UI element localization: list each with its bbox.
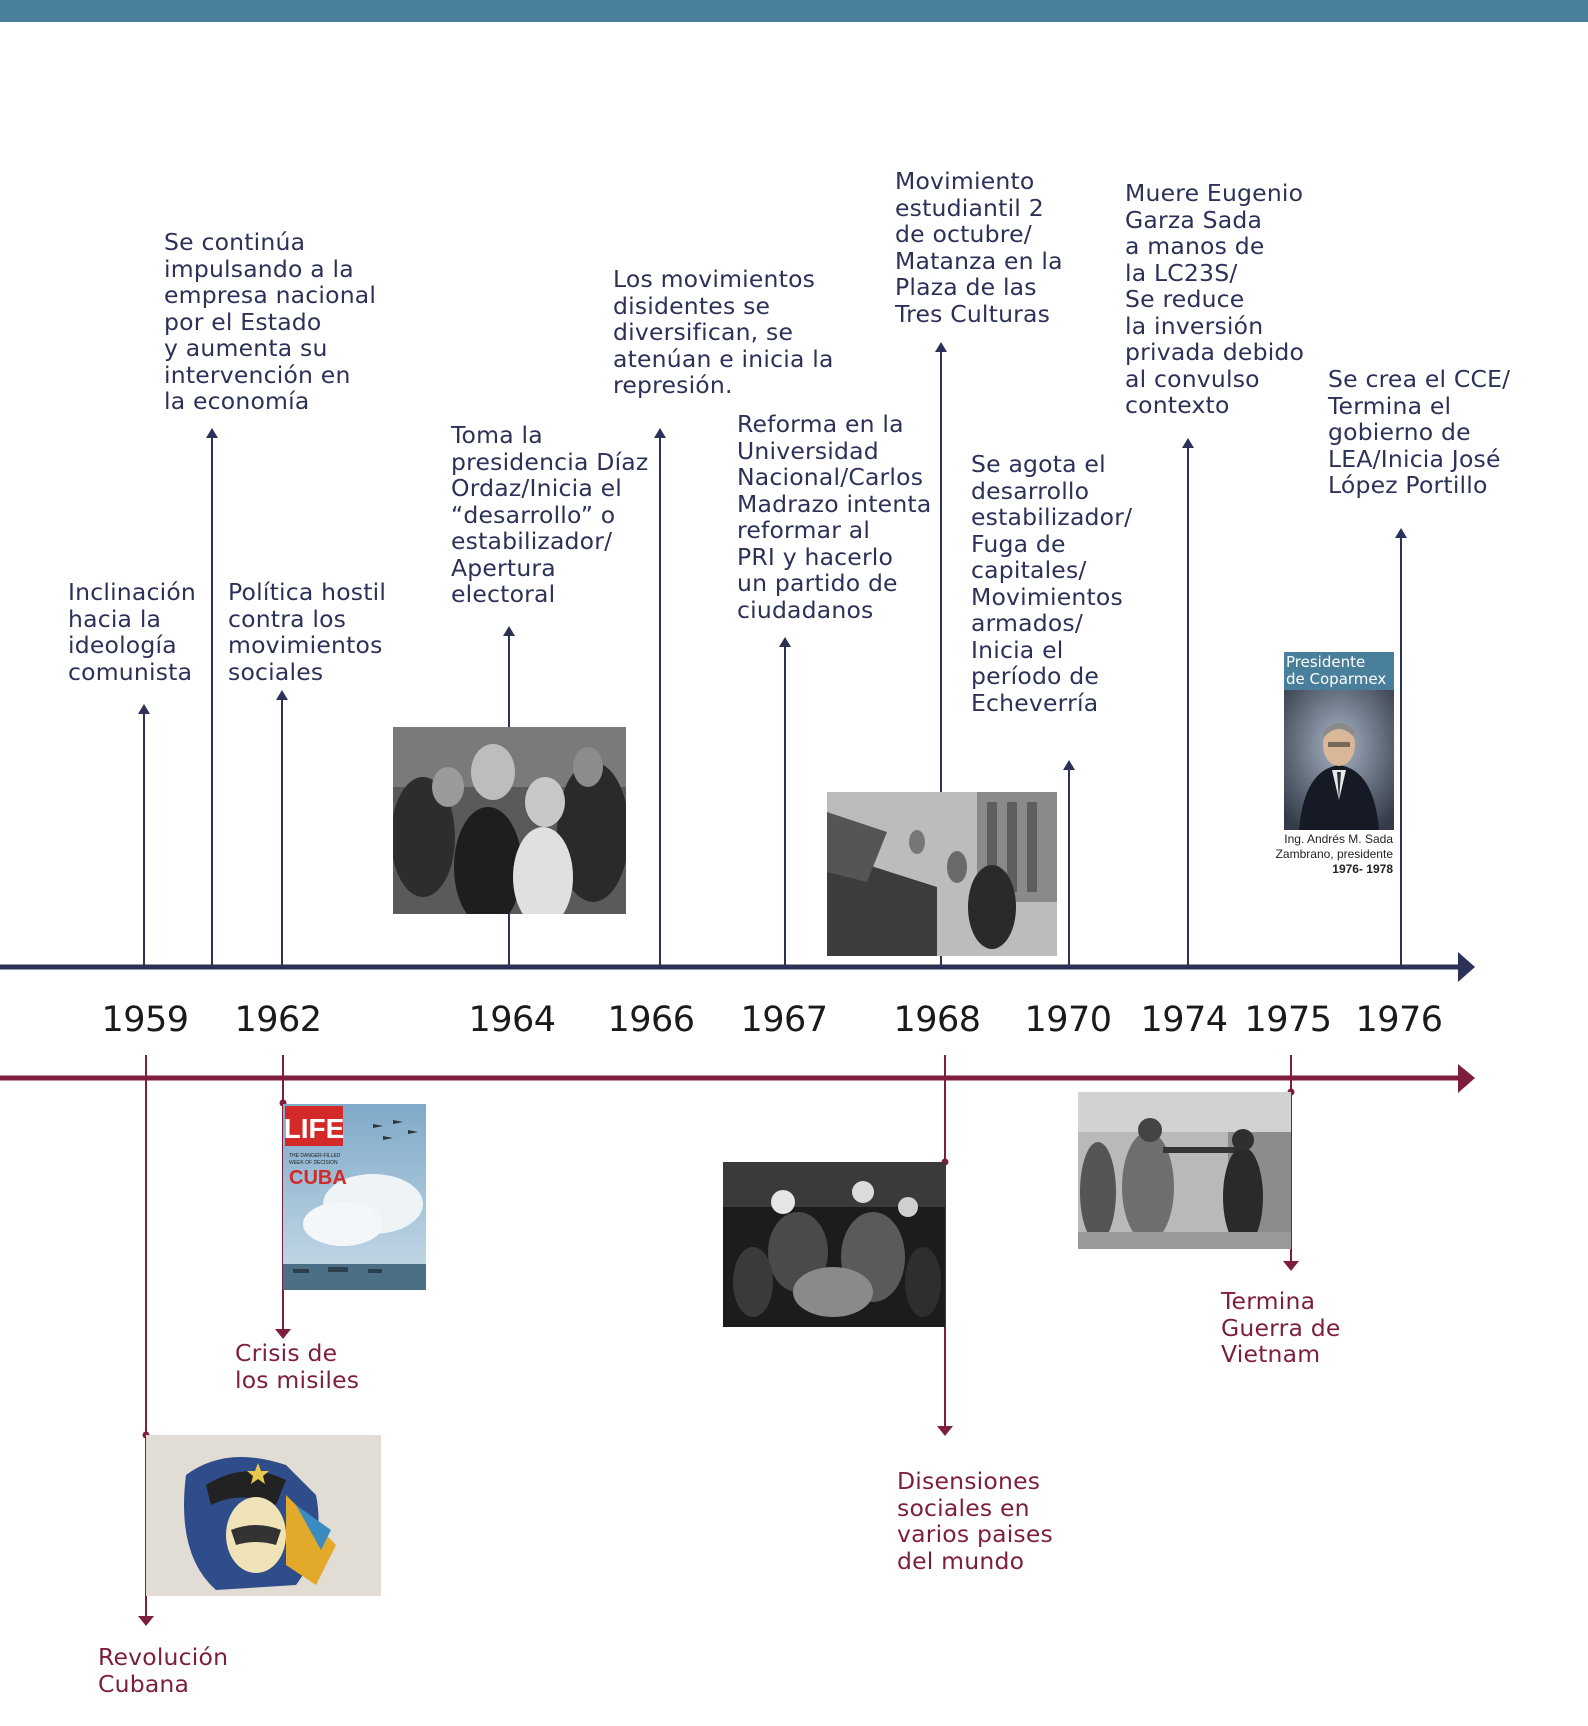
world-arrowhead-1959 — [138, 1616, 154, 1626]
world-arrowhead-1968 — [937, 1426, 953, 1436]
world-event-1968-social-dissent: Disensiones sociales en varios paises de… — [897, 1467, 1053, 1575]
photo-che-guevara — [146, 1435, 381, 1596]
year-label-1967: 1967 — [740, 1000, 828, 1040]
year-label-1974: 1974 — [1140, 1000, 1228, 1040]
event-1970-stabilizing-development-ends: Se agota el desarrollo estabilizador/ Fu… — [971, 450, 1133, 717]
arrowhead-1967 — [779, 637, 791, 647]
caption-years: 1976- 1978 — [1332, 862, 1393, 876]
event-1976-cce-created: Se crea el CCE/ Termina el gobierno de L… — [1328, 365, 1511, 499]
event-1964-diaz-ordaz: Toma la presidencia Díaz Ordaz/Inicia el… — [451, 421, 649, 608]
year-label-1975: 1975 — [1244, 1000, 1332, 1040]
life-masthead: LIFE — [284, 1113, 345, 1144]
world-axis-arrowhead — [1458, 1064, 1475, 1093]
year-label-1968: 1968 — [893, 1000, 981, 1040]
event-1960-national-enterprise: Se continúa impulsando a la empresa naci… — [164, 228, 377, 415]
life-subtitle-1: THE DANGER-FILLED — [289, 1153, 341, 1159]
photo-1968-riot — [723, 1162, 945, 1327]
event-1966-dissident-movements: Los movimientos disidentes se diversific… — [613, 265, 834, 399]
year-label-1976: 1976 — [1355, 1000, 1443, 1040]
event-1967-university-reform: Reforma en la Universidad Nacional/Carlo… — [737, 410, 932, 624]
year-label-1970: 1970 — [1024, 1000, 1112, 1040]
world-arrowhead-1975 — [1283, 1261, 1299, 1271]
arrowhead-1964 — [503, 626, 515, 636]
photo-vietnam-war — [1078, 1092, 1291, 1249]
year-label-1962: 1962 — [234, 1000, 322, 1040]
world-event-1962-missile-crisis: Crisis de los misiles — [235, 1339, 360, 1394]
life-magazine-cover: LIFE THE DANGER-FILLED WEEK OF DECISION … — [283, 1104, 426, 1290]
arrowhead-1966 — [654, 428, 666, 438]
caption-line-2: Zambrano, presidente — [1275, 847, 1393, 861]
world-arrowhead-1962 — [275, 1329, 291, 1339]
arrowhead-1976 — [1395, 528, 1407, 538]
event-1962-hostile-policy: Política hostil contra los movimientos s… — [228, 578, 387, 686]
mexico-axis-arrowhead — [1458, 952, 1475, 982]
caption-line-1: Ing. Andrés M. Sada — [1284, 832, 1393, 846]
arrowhead-1970 — [1063, 760, 1075, 770]
life-headline: CUBA — [289, 1167, 347, 1189]
event-1974-garza-sada: Muere Eugenio Garza Sada a manos de la L… — [1125, 179, 1305, 419]
photo-1968-tanks — [827, 792, 1057, 956]
top-banner — [0, 0, 1588, 22]
event-1968-student-movement: Movimiento estudiantil 2 de octubre/ Mat… — [895, 167, 1063, 328]
year-label-1966: 1966 — [607, 1000, 695, 1040]
arrowhead-1974 — [1182, 438, 1194, 448]
arrowhead-1962 — [276, 690, 288, 700]
event-1959-communist-ideology: Inclinación hacia la ideología comunista — [68, 578, 197, 686]
coparmex-president-caption: Ing. Andrés M. Sada Zambrano, presidente… — [1250, 832, 1393, 877]
photo-coparmex-president — [1284, 690, 1394, 830]
arrowhead-1959 — [138, 704, 150, 714]
arrowhead-1960 — [206, 428, 218, 438]
year-label-1959: 1959 — [101, 1000, 189, 1040]
arrowhead-1968 — [935, 342, 947, 352]
coparmex-president-title: Presidente de Coparmex — [1284, 652, 1394, 690]
year-label-1964: 1964 — [468, 1000, 556, 1040]
world-event-1959-cuban-revolution: Revolución Cubana — [98, 1643, 229, 1698]
world-event-1975-vietnam-war-ends: Termina Guerra de Vietnam — [1221, 1287, 1341, 1368]
life-subtitle-2: WEEK OF DECISION — [289, 1160, 338, 1166]
photo-diaz-ordaz — [393, 727, 626, 914]
